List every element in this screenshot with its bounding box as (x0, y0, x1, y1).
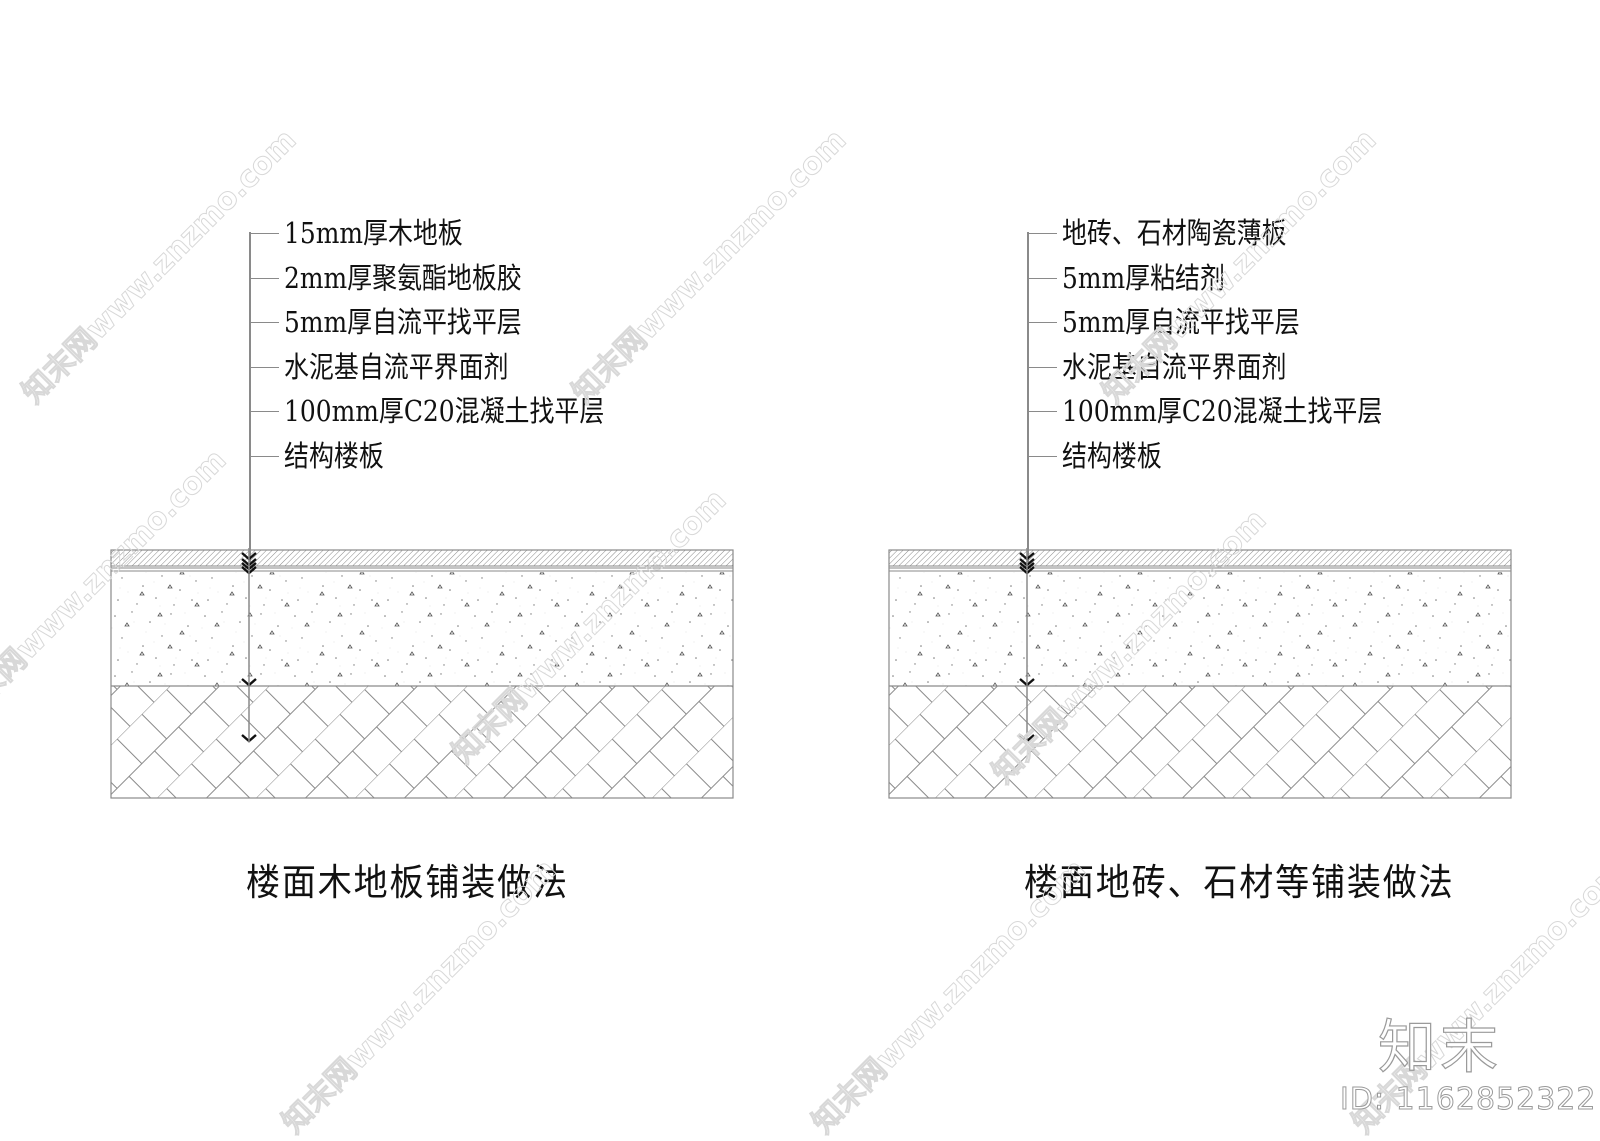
drawing-id: ID: 1162852322 (1339, 1082, 1597, 1118)
brand-logo: 知末 (1377, 1012, 1503, 1081)
leader-tick (249, 367, 279, 368)
leader-tick (249, 278, 279, 279)
layer-label: 结构楼板 (1062, 439, 1162, 473)
structural-slab-layer (111, 686, 733, 798)
leader-tick (249, 411, 279, 412)
detail-title: 楼面木地板铺装做法 (246, 861, 569, 904)
layer-label: 15mm厚木地板 (284, 216, 463, 250)
leader-line-vertical (249, 232, 251, 562)
leader-tick (1027, 322, 1057, 323)
layer-label: 5mm厚自流平找平层 (284, 305, 522, 339)
layer-label: 100mm厚C20混凝土找平层 (284, 394, 605, 428)
leader-line-vertical (1027, 232, 1029, 562)
floor-section-drawing (110, 548, 734, 799)
layer-label: 5mm厚自流平找平层 (1062, 305, 1300, 339)
leader-tick (1027, 278, 1057, 279)
layer-label: 2mm厚聚氨酯地板胶 (284, 261, 522, 295)
structural-slab-layer (889, 686, 1511, 798)
layer-label: 100mm厚C20混凝土找平层 (1062, 394, 1383, 428)
leader-tick (249, 233, 279, 234)
leader-tick (1027, 367, 1057, 368)
leader-tick (1027, 411, 1057, 412)
leader-tick (1027, 233, 1057, 234)
floor-section-drawing (888, 548, 1512, 799)
leader-tick (249, 322, 279, 323)
detail-title: 楼面地砖、石材等铺装做法 (1024, 861, 1455, 904)
concrete-screed-layer (111, 572, 733, 686)
layer-label: 5mm厚粘结剂 (1062, 261, 1225, 295)
layer-label: 地砖、石材陶瓷薄板 (1062, 216, 1287, 250)
leader-tick (249, 456, 279, 457)
layer-label: 水泥基自流平界面剂 (284, 350, 509, 384)
detail-wood-floor: 15mm厚木地板 2mm厚聚氨酯地板胶 5mm厚自流平找平层 水泥基自流平界面剂… (0, 0, 800, 1131)
leader-tick (1027, 456, 1057, 457)
layer-label: 结构楼板 (284, 439, 384, 473)
layer-label: 水泥基自流平界面剂 (1062, 350, 1287, 384)
finish-layer-hatch (888, 549, 1512, 567)
concrete-screed-layer (889, 572, 1511, 686)
